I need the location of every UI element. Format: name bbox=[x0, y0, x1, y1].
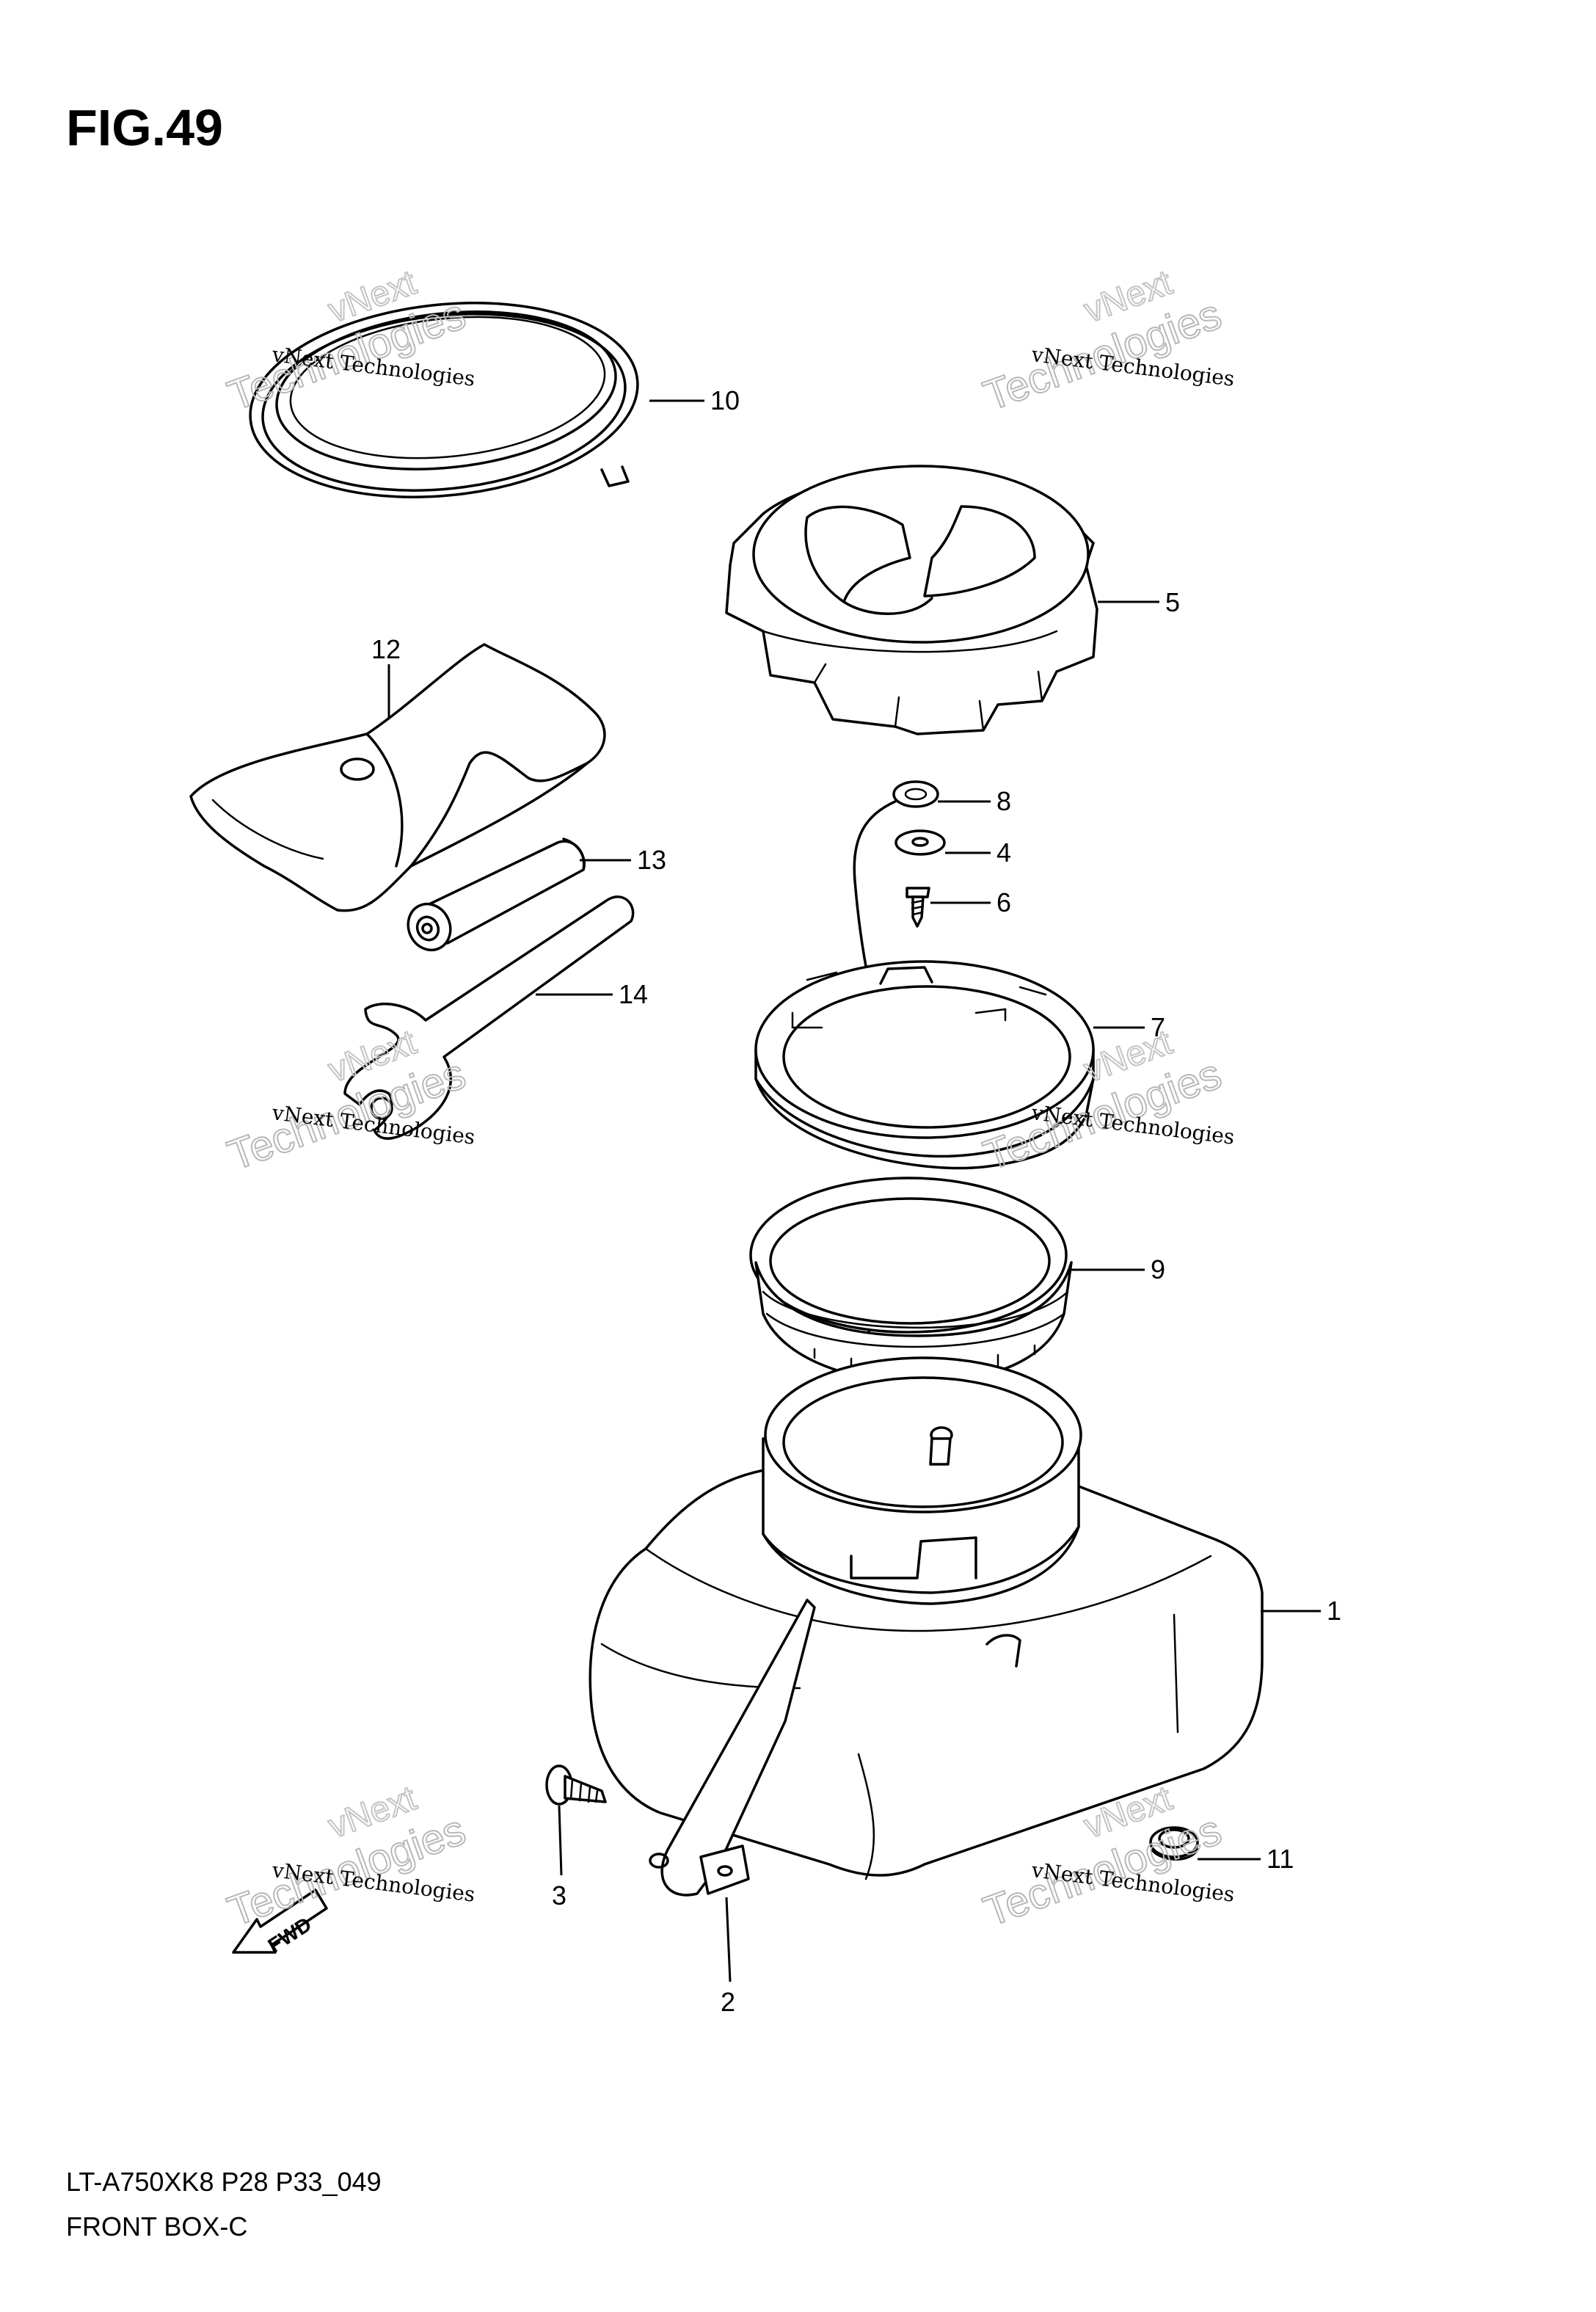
callout-labels: 10 5 8 4 6 7 9 1 11 2 3 12 13 14 bbox=[371, 385, 1341, 2017]
callout-6: 6 bbox=[996, 887, 1011, 917]
part-7-lock-ring[interactable] bbox=[754, 960, 1095, 1170]
callout-11: 11 bbox=[1267, 1844, 1294, 1874]
callout-13: 13 bbox=[637, 845, 666, 875]
callout-5: 5 bbox=[1165, 587, 1180, 617]
part-8-tether-ring[interactable] bbox=[892, 780, 939, 808]
caption-section-name: FRONT BOX-C bbox=[66, 2211, 247, 2242]
callout-7: 7 bbox=[1151, 1012, 1165, 1042]
watermark-top-left: vNext Technologies vNext Technologies bbox=[221, 263, 476, 421]
callout-12: 12 bbox=[371, 634, 401, 664]
callout-8: 8 bbox=[996, 786, 1011, 816]
part-9-collar[interactable] bbox=[749, 1177, 1073, 1385]
callout-9: 9 bbox=[1151, 1254, 1165, 1284]
part-1-front-box[interactable] bbox=[589, 1356, 1264, 1897]
callout-10: 10 bbox=[710, 385, 740, 415]
figure-title: FIG.49 bbox=[66, 99, 223, 156]
callout-14: 14 bbox=[619, 979, 648, 1009]
part-12-pouch[interactable] bbox=[189, 643, 606, 912]
part-13-cylinder[interactable] bbox=[401, 837, 586, 957]
callout-3: 3 bbox=[552, 1880, 566, 1911]
part-10-ring[interactable] bbox=[241, 285, 647, 515]
part-4-washer[interactable] bbox=[894, 829, 946, 856]
leader-lines bbox=[387, 399, 1321, 1982]
watermark-bottom-left: vNext Technologies vNext Technologies bbox=[221, 1778, 476, 1937]
part-2-clip[interactable] bbox=[699, 1844, 750, 1895]
part-11-grommet[interactable] bbox=[1149, 1826, 1199, 1861]
callout-1: 1 bbox=[1327, 1596, 1341, 1626]
caption-model-code: LT-A750XK8 P28 P33_049 bbox=[66, 2167, 382, 2197]
part-6-screw[interactable] bbox=[906, 887, 930, 928]
watermark-top-right: vNext Technologies vNext Technologies bbox=[977, 263, 1236, 421]
part-14-wrench[interactable] bbox=[343, 895, 635, 1140]
part-5-cap[interactable] bbox=[725, 465, 1098, 735]
callout-4: 4 bbox=[996, 837, 1011, 868]
part-3-screw[interactable] bbox=[545, 1764, 607, 1806]
callout-2: 2 bbox=[721, 1987, 735, 2017]
